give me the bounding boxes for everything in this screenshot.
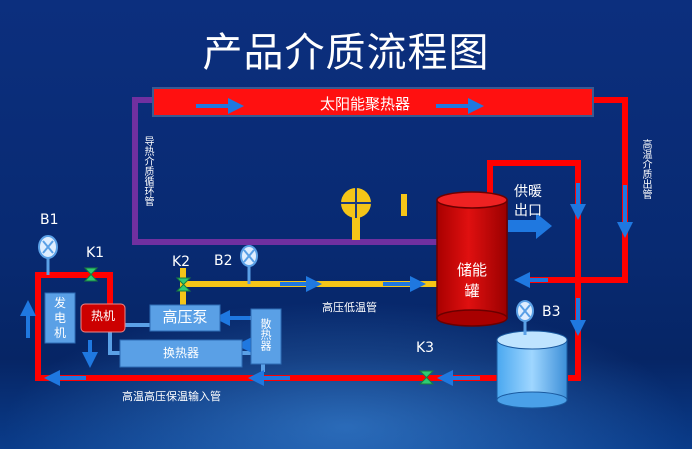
- radiator: [250, 308, 282, 365]
- supply-outlet-arrow: [508, 213, 552, 239]
- valve-k2: [175, 277, 192, 292]
- heat-engine-label: 热机: [90, 309, 115, 323]
- valve-k3: [418, 370, 435, 385]
- supply-loop-pipe: [487, 160, 581, 290]
- hp-pump: [149, 304, 221, 332]
- hp-insulated-input-label: 高温高压保温输入管: [122, 390, 221, 403]
- solar-collector-label: 太阳能聚热器: [320, 95, 411, 113]
- heat-exchanger: [119, 339, 243, 368]
- solar-collector: [152, 87, 594, 117]
- page-title: 产品介质流程图: [202, 30, 490, 76]
- water-cylinder: [496, 330, 568, 409]
- valve-k1: [83, 267, 99, 282]
- generator: [44, 292, 76, 344]
- hp-low-temp-pipe: [180, 268, 445, 305]
- radiator-label: 散热器: [259, 318, 272, 351]
- valve-k2-label: K2: [172, 254, 191, 270]
- supply-outlet-label: 供暖出口: [514, 184, 542, 219]
- hot-outlet-pipe-label: 高温介质出管: [640, 139, 651, 199]
- gauge-b2-label: B2: [214, 253, 233, 269]
- hp-insulated-input-pipe: [35, 272, 500, 381]
- temperature-symbol: [341, 188, 407, 240]
- valve-k3-label: K3: [416, 340, 435, 356]
- hp-low-temp-pipe-label: 高压低温管: [322, 301, 377, 314]
- gauge-b1-label: B1: [40, 212, 59, 228]
- storage-tank-label: 储能罐: [456, 261, 487, 300]
- storage-tank: [436, 191, 508, 327]
- heat-exchanger-label: 换热器: [162, 346, 199, 360]
- return-pipe: [132, 97, 445, 245]
- hp-pump-label: 高压泵: [162, 308, 208, 326]
- return-pipe-label: 导热介质循环管: [142, 136, 153, 206]
- heat-engine: [80, 303, 126, 333]
- gauge-b1: [38, 235, 58, 275]
- gauge-b3-label: B3: [542, 304, 561, 320]
- gauge-b3: [516, 300, 534, 335]
- valve-k1-label: K1: [86, 245, 105, 261]
- gauge-b2: [240, 245, 258, 284]
- generator-label: 发电机: [53, 296, 66, 340]
